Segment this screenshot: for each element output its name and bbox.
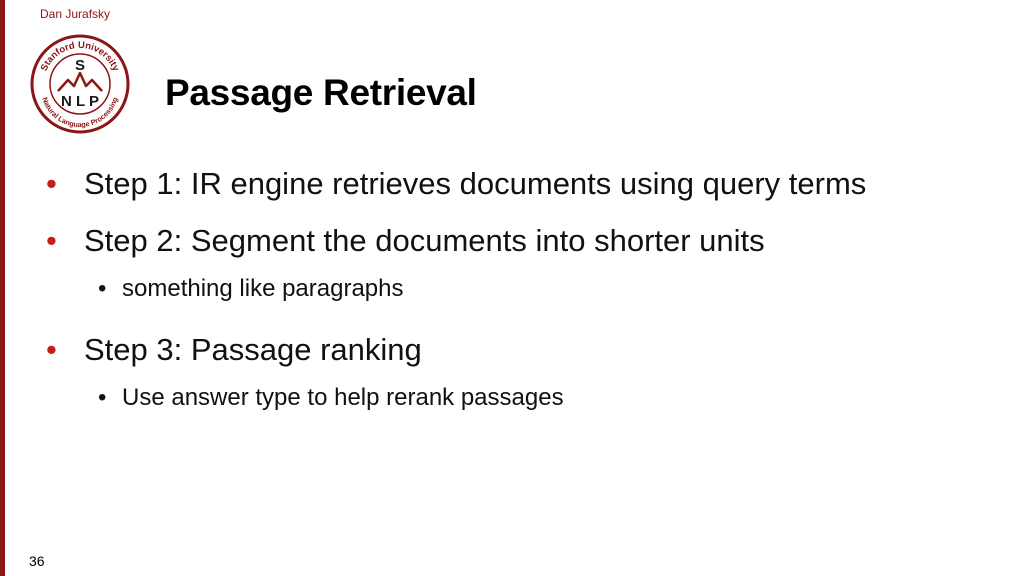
bullet-item: • Step 1: IR engine retrieves documents … (46, 162, 1006, 205)
sub-bullet-dot-icon: • (98, 384, 107, 411)
slide-title: Passage Retrieval (165, 72, 477, 113)
bullet-text: Step 1: IR engine retrieves documents us… (84, 166, 867, 201)
bullet-item: • Step 3: Passage ranking (46, 328, 1006, 371)
sub-bullet-dot-icon: • (98, 275, 107, 302)
bullet-dot-icon: • (46, 223, 57, 258)
sub-bullet-item: • something like paragraphs (46, 272, 1006, 306)
bullet-text: Step 3: Passage ranking (84, 332, 422, 367)
page-number: 36 (29, 553, 45, 569)
sub-bullet-text: something like paragraphs (122, 275, 404, 302)
logo-letters-nlp: N L P (61, 93, 99, 110)
stanford-nlp-logo: Stanford University Natural Language Pro… (30, 34, 130, 134)
logo-inner-ring (49, 53, 111, 115)
bullet-dot-icon: • (46, 166, 57, 201)
author-name: Dan Jurafsky (40, 7, 111, 21)
bullet-list: • Step 1: IR engine retrieves documents … (46, 162, 1006, 437)
left-accent-bar (0, 0, 5, 576)
logo-mountain-icon (57, 71, 103, 92)
bullet-dot-icon: • (46, 332, 57, 367)
bullet-text: Step 2: Segment the documents into short… (84, 223, 765, 258)
logo-letter-s: S (75, 57, 85, 74)
sub-bullet-text: Use answer type to help rerank passages (122, 384, 564, 411)
sub-bullet-item: • Use answer type to help rerank passage… (46, 381, 1006, 415)
bullet-item: • Step 2: Segment the documents into sho… (46, 219, 1006, 262)
